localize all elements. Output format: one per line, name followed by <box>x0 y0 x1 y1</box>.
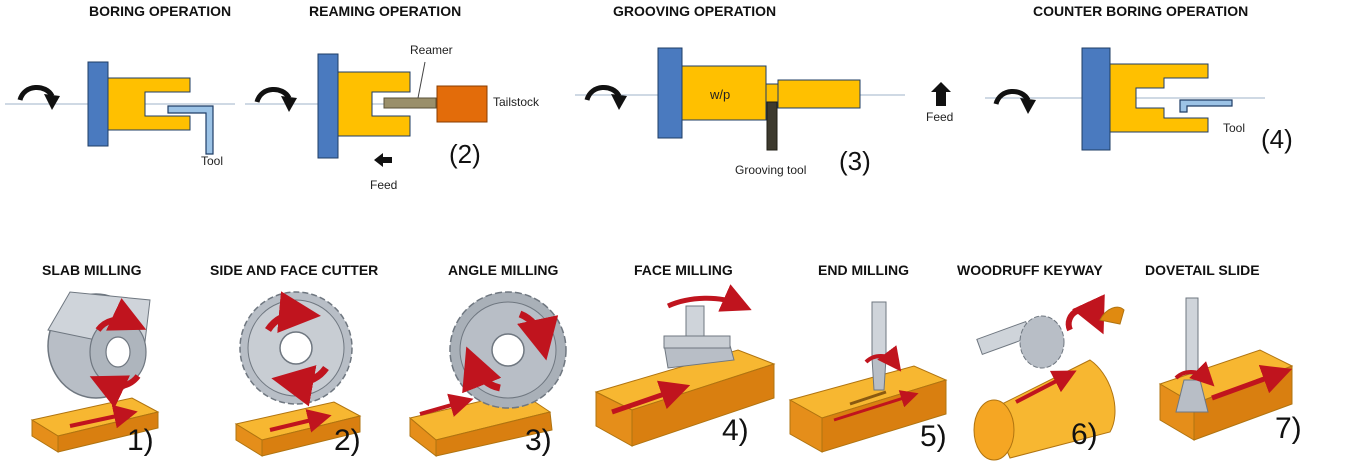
boring-diagram <box>17 61 214 155</box>
rotation-arrowhead-icon <box>611 94 627 110</box>
counter-boring-number: (4) <box>1261 124 1293 154</box>
workpiece <box>337 71 411 137</box>
reamer <box>383 97 437 109</box>
workpiece-label: w/p <box>710 87 731 102</box>
slab-milling-number: 1) <box>127 424 154 457</box>
rotation-arrow-icon <box>584 85 622 101</box>
woodruff-keyway-title: WOODRUFF KEYWAY <box>957 262 1103 278</box>
boring-tool <box>167 105 214 155</box>
counter-boring-tool-label: Tool <box>1223 121 1246 135</box>
tailstock <box>436 85 488 123</box>
workpiece <box>681 65 767 121</box>
counter-boring-diagram <box>931 47 1233 151</box>
workpiece <box>1109 63 1209 133</box>
counter-boring-tool <box>1179 99 1233 113</box>
side-face-cutter-illustration <box>234 291 362 457</box>
grooving-tool <box>766 101 778 151</box>
slab-milling-title: SLAB MILLING <box>42 262 142 278</box>
face-milling-illustration <box>594 284 776 447</box>
tailstock-label: Tailstock <box>493 95 540 109</box>
rotation-arrowhead-icon <box>1020 98 1036 114</box>
feed-arrow-icon <box>374 153 392 167</box>
grooving-number: (3) <box>839 146 871 176</box>
boring-tool-label: Tool <box>201 154 224 168</box>
rotation-arrowhead-icon <box>44 94 60 110</box>
grooving-title: GROOVING OPERATION <box>613 3 777 19</box>
angle-milling-number: 3) <box>525 424 552 457</box>
reaming-diagram <box>254 53 488 167</box>
angle-milling-illustration <box>408 291 567 458</box>
reamer-leader-line <box>417 61 426 99</box>
dovetail-slide-illustration <box>1158 297 1294 441</box>
reaming-number: (2) <box>449 139 481 169</box>
face-milling-title: FACE MILLING <box>634 262 733 278</box>
grooving-tool-label: Grooving tool <box>735 163 807 177</box>
groove-neck <box>765 83 779 103</box>
boring-title: BORING OPERATION <box>89 3 232 19</box>
rotation-arrow-icon <box>993 89 1031 105</box>
side-face-cutter-title: SIDE AND FACE CUTTER <box>210 262 379 278</box>
reaming-title: REAMING OPERATION <box>309 3 462 19</box>
chuck <box>1081 47 1111 151</box>
rotation-arrow-icon <box>17 85 55 101</box>
chuck <box>87 61 109 147</box>
counter-boring-title: COUNTER BORING OPERATION <box>1033 3 1249 19</box>
end-milling-illustration <box>788 301 948 453</box>
workpiece-end <box>777 79 861 109</box>
angle-milling-title: ANGLE MILLING <box>448 262 559 278</box>
woodruff-keyway-number: 6) <box>1071 418 1098 451</box>
reaming-feed-label: Feed <box>370 178 398 192</box>
grooving-diagram <box>584 47 861 151</box>
side-face-cutter-number: 2) <box>334 424 361 457</box>
rotation-arrow-icon <box>254 87 292 103</box>
reamer-label: Reamer <box>410 43 453 57</box>
woodruff-keyway-illustration <box>973 294 1125 461</box>
feed-arrow-icon <box>931 82 951 106</box>
end-milling-number: 5) <box>920 420 947 453</box>
chuck <box>657 47 683 139</box>
rotation-arrowhead-icon <box>281 96 297 112</box>
face-milling-number: 4) <box>722 414 749 447</box>
dovetail-slide-title: DOVETAIL SLIDE <box>1145 262 1260 278</box>
dovetail-slide-number: 7) <box>1275 412 1302 445</box>
workpiece <box>107 77 191 131</box>
slab-milling-illustration <box>30 291 160 453</box>
chuck <box>317 53 339 159</box>
counter-boring-feed-label: Feed <box>926 110 954 124</box>
end-milling-title: END MILLING <box>818 262 909 278</box>
